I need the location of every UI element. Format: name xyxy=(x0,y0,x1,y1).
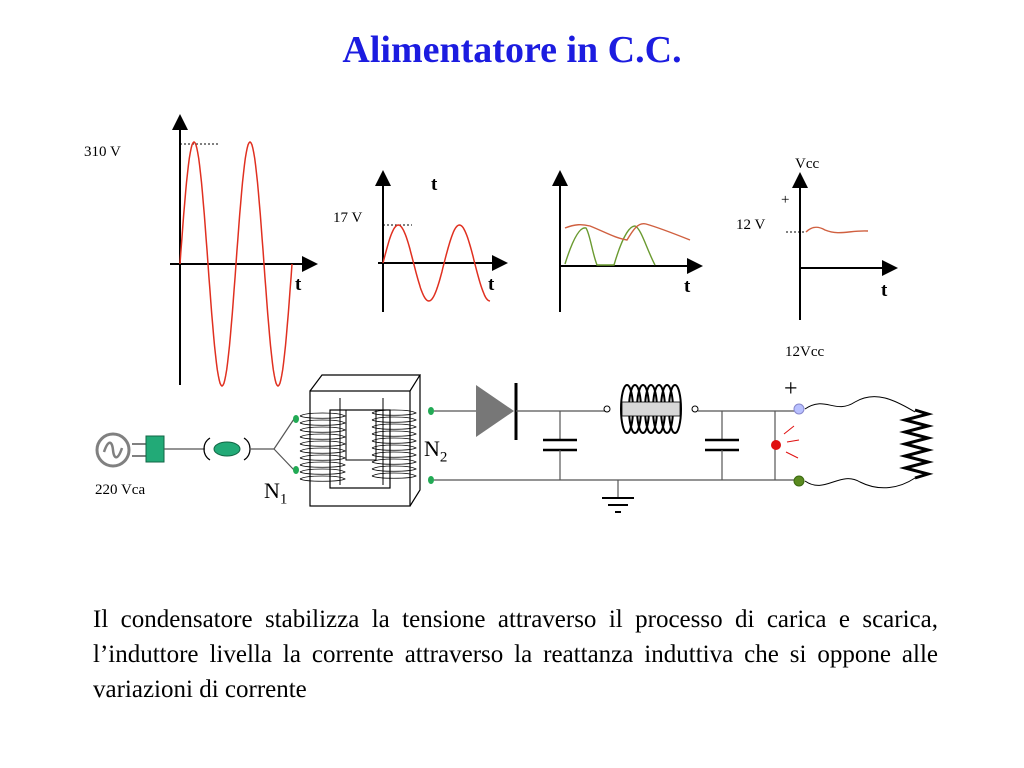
coil-turn xyxy=(299,475,346,482)
graph2-axis-label: t xyxy=(488,274,495,295)
diode-icon xyxy=(476,383,518,440)
graph4-axis-label: t xyxy=(881,280,888,301)
secondary-winding xyxy=(371,409,417,479)
graph1-sine-waveform xyxy=(179,141,293,387)
graph4-level-label: 12 V xyxy=(736,217,766,233)
primary-terminal-bottom xyxy=(293,466,299,474)
transformer xyxy=(299,374,422,507)
coil-turn xyxy=(299,412,346,419)
graph-dc-output xyxy=(786,172,898,320)
output-voltage-label: 12Vcc xyxy=(785,344,825,360)
caption-text: Il condensatore stabilizza la tensione a… xyxy=(93,606,938,703)
coil-turn xyxy=(371,430,417,437)
fuse-icon xyxy=(203,437,251,461)
graph4-vcc-label: Vcc xyxy=(795,156,820,172)
load-wire-top xyxy=(804,396,916,413)
led-icon xyxy=(771,411,800,480)
plug-icon xyxy=(132,435,165,463)
coil-turn xyxy=(371,458,417,465)
graph-ac-mains xyxy=(170,114,318,387)
coil-turn xyxy=(371,423,417,430)
coil-turn xyxy=(299,426,346,433)
graph3-rectified-pulses xyxy=(564,225,656,266)
ac-source-icon xyxy=(95,432,131,468)
coil-turn xyxy=(371,465,417,472)
graph3-axis-label: t xyxy=(684,276,691,297)
graph4-dc-level xyxy=(805,226,869,234)
graph2-sine-waveform xyxy=(382,224,491,302)
output-plus-terminal xyxy=(793,403,805,415)
secondary-terminal-bottom xyxy=(428,476,434,484)
capacitor-2-icon xyxy=(705,411,739,480)
coil-turn xyxy=(371,416,417,423)
resistor-load-icon xyxy=(899,408,934,480)
capacitor-1-icon xyxy=(543,411,577,480)
output-plus-label: + xyxy=(784,376,798,402)
secondary-winding-label: N2 xyxy=(424,436,448,466)
coil-turn xyxy=(299,461,346,468)
coil-turn xyxy=(299,454,346,461)
primary-winding-label: N1 xyxy=(264,478,288,508)
coil-turn xyxy=(371,409,417,416)
output-minus-terminal xyxy=(793,475,805,487)
coil-turn xyxy=(299,468,346,475)
coil-turn xyxy=(371,444,417,451)
graph2-peak-label: 17 V xyxy=(333,210,363,226)
coil-turn xyxy=(299,433,346,440)
coil-turn xyxy=(371,437,417,444)
slide-title: Alimentatore in C.C. xyxy=(342,29,682,71)
graph1-axis-label: t xyxy=(295,274,302,295)
ground-icon xyxy=(602,480,634,513)
graph-rectified xyxy=(552,170,703,312)
secondary-terminal-top xyxy=(428,407,434,415)
graph1-peak-label: 310 V xyxy=(84,144,121,160)
graph3-smoothed-voltage xyxy=(564,223,691,241)
primary-terminal-top xyxy=(293,415,299,423)
coil-turn xyxy=(299,419,346,426)
primary-leads xyxy=(273,418,295,471)
coil-turn xyxy=(371,451,417,458)
graph4-plus-label: + xyxy=(781,192,790,208)
load-wire-bottom xyxy=(804,477,916,489)
source-label: 220 Vca xyxy=(95,482,146,498)
graph-secondary xyxy=(375,170,508,312)
coil-turn xyxy=(299,447,346,454)
coil-turn xyxy=(299,440,346,447)
inductor-icon xyxy=(603,384,699,434)
coil-turn xyxy=(371,472,417,479)
primary-winding xyxy=(299,412,346,482)
graph2-top-label: t xyxy=(431,174,438,195)
